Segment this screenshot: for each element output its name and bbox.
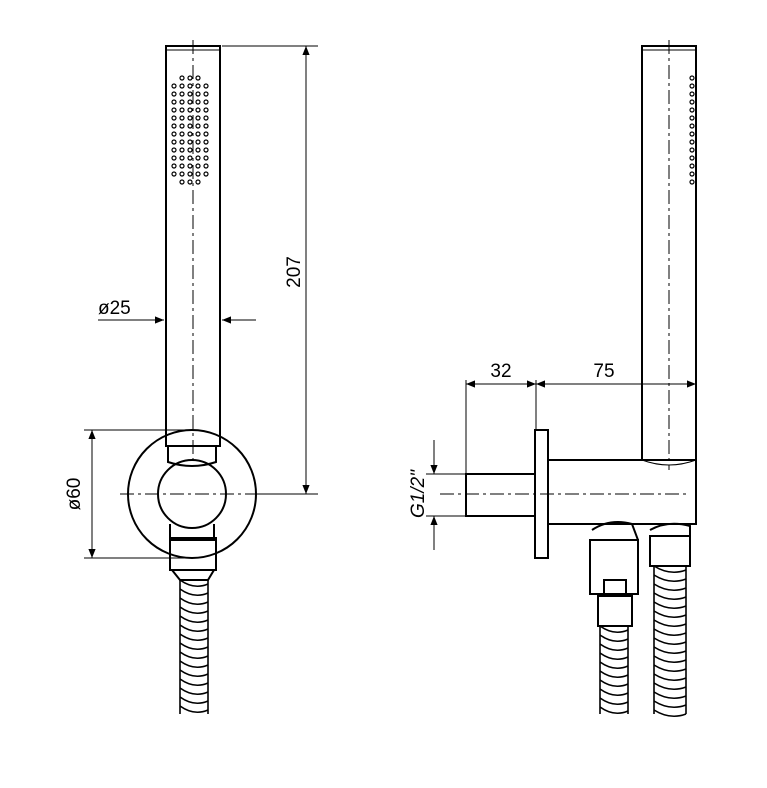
hose-side-left [599,625,629,715]
hose-side-right [653,565,687,718]
thread-dimension: G1/2" [408,469,429,518]
hose-front [179,579,209,714]
hose-connector-side [649,535,691,567]
hose-connector [169,537,217,571]
height-dimension: 207 [284,256,305,288]
handle-diameter-dimension: ø25 [98,298,131,319]
bracket-diameter-dimension: ø60 [64,478,85,511]
wall-offset-dimension: 32 [490,361,511,382]
valve-outlet [589,539,639,595]
projection-dimension: 75 [593,361,614,382]
side-view: 32 75 G1/2" [408,40,697,718]
holder-body [548,459,697,525]
front-view: 207 ø25 ø60 [64,40,318,714]
outlet-nut [597,595,633,627]
thread-pipe [465,473,536,517]
nozzle-grid [171,75,209,185]
side-nozzles [689,75,695,185]
